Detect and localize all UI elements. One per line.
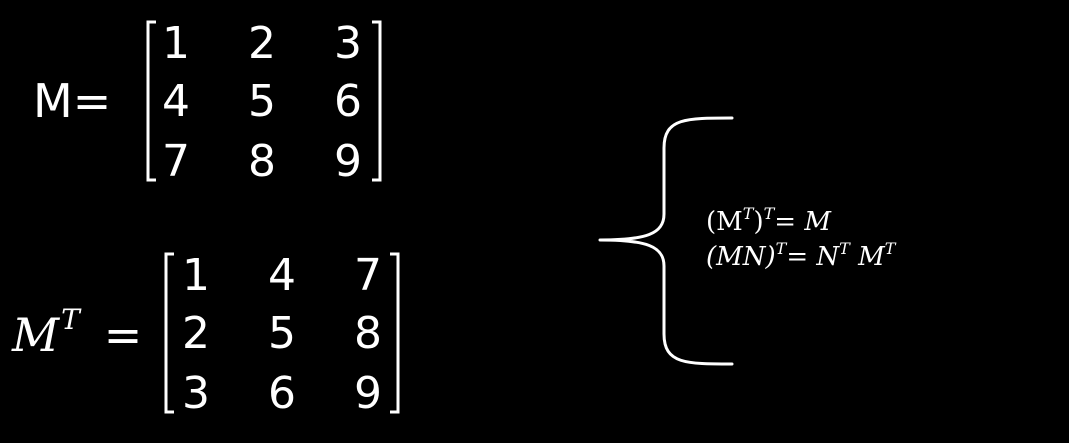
matrix-m-cell-r2c2: 5 [248, 76, 276, 127]
matrix-m-cell-r3c2: 8 [248, 136, 276, 187]
matrix-m-cell-r1c3: 3 [334, 18, 362, 69]
prop2-rhs-a: = N [786, 242, 840, 272]
matrix-m-cell-r3c1: 7 [162, 136, 190, 187]
matrix-mt-label: MT = [12, 306, 142, 359]
matrix-m-cell-r1c1: 1 [162, 18, 190, 69]
matrix-mt-brackets [164, 252, 400, 414]
matrix-m: 1 2 3 4 5 6 7 8 9 [146, 18, 382, 184]
matrix-mt-cell-r3c1: 3 [182, 368, 210, 419]
prop2-open: (MN) [706, 242, 776, 272]
matrix-mt-label-eq: = [103, 308, 143, 362]
matrix-mt-cell-r2c2: 5 [268, 308, 296, 359]
prop2-sup1: T [775, 239, 787, 258]
curly-brace [598, 116, 734, 366]
matrix-mt: 1 4 7 2 5 8 3 6 9 [164, 250, 400, 416]
matrix-mt-cell-r1c3: 7 [354, 250, 382, 301]
matrix-m-label: M= [33, 74, 112, 128]
matrix-mt-cell-r1c1: 1 [182, 250, 210, 301]
matrix-mt-cell-r3c3: 9 [354, 368, 382, 419]
matrix-m-cell-r1c2: 2 [248, 18, 276, 69]
matrix-mt-label-sup: T [61, 303, 80, 336]
prop2-sup3: T [884, 239, 896, 258]
matrix-mt-cell-r3c2: 6 [268, 368, 296, 419]
matrix-m-cell-r2c1: 4 [162, 76, 190, 127]
prop1-sup1: T [742, 204, 754, 223]
prop2-sup2: T [839, 239, 850, 258]
prop1-close: ) [753, 207, 764, 237]
prop1-sup2: T [763, 204, 775, 223]
matrix-m-brackets [146, 20, 382, 182]
matrix-mt-label-base: M [12, 308, 60, 362]
matrix-m-cell-r2c3: 6 [334, 76, 362, 127]
property-transpose-of-product: (MN)T= NT MT [706, 241, 895, 272]
matrix-m-cell-r3c3: 9 [334, 136, 362, 187]
matrix-mt-cell-r1c2: 4 [268, 250, 296, 301]
matrix-mt-cell-r2c3: 8 [354, 308, 382, 359]
property-transpose-of-transpose: (MT)T= M [706, 206, 831, 237]
prop1-open: (M [706, 207, 743, 237]
matrix-mt-cell-r2c1: 2 [182, 308, 210, 359]
prop2-rhs-b: M [849, 242, 885, 272]
prop1-rhs: = M [774, 207, 831, 237]
